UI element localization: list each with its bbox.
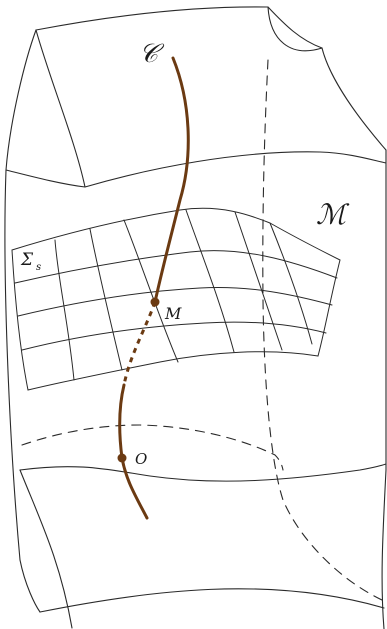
left-edge (4, 29, 41, 613)
manifold-surface (4, 6, 387, 629)
section-row-2 (17, 287, 333, 317)
section-col-6 (269, 222, 313, 345)
point-o-marker (117, 453, 127, 463)
section-row-3 (21, 321, 327, 351)
bottom-edge (39, 588, 385, 613)
hidden-lower-section (21, 424, 284, 471)
section-boundary (11, 207, 341, 391)
hidden-back-edge (262, 59, 383, 601)
right-edge (381, 149, 387, 629)
curve-hidden-segment (122, 301, 157, 386)
curve-label: 𝒞 (139, 39, 165, 69)
manifold-label: ℳ (316, 198, 350, 231)
section-col-2 (89, 228, 123, 371)
inner-left-ridge (35, 29, 86, 188)
upper-section (5, 151, 387, 188)
curve-upper (153, 56, 190, 304)
section-grid (11, 207, 341, 391)
section-col-3 (123, 219, 179, 363)
point-m-marker (150, 297, 160, 307)
point-m-label: M (164, 304, 182, 323)
section-col-4 (185, 209, 235, 353)
point-o-label: O (135, 450, 147, 468)
curve-c (118, 56, 190, 520)
upper-right-edge (267, 6, 387, 151)
section-row-1 (14, 250, 338, 284)
section-label: Σ (20, 250, 34, 270)
section-subscript: s (36, 262, 41, 273)
section-col-5 (234, 211, 283, 351)
lower-front-edge (19, 463, 387, 482)
lower-left-edge (19, 469, 73, 629)
section-col-1 (54, 239, 75, 381)
top-edge (35, 6, 323, 49)
